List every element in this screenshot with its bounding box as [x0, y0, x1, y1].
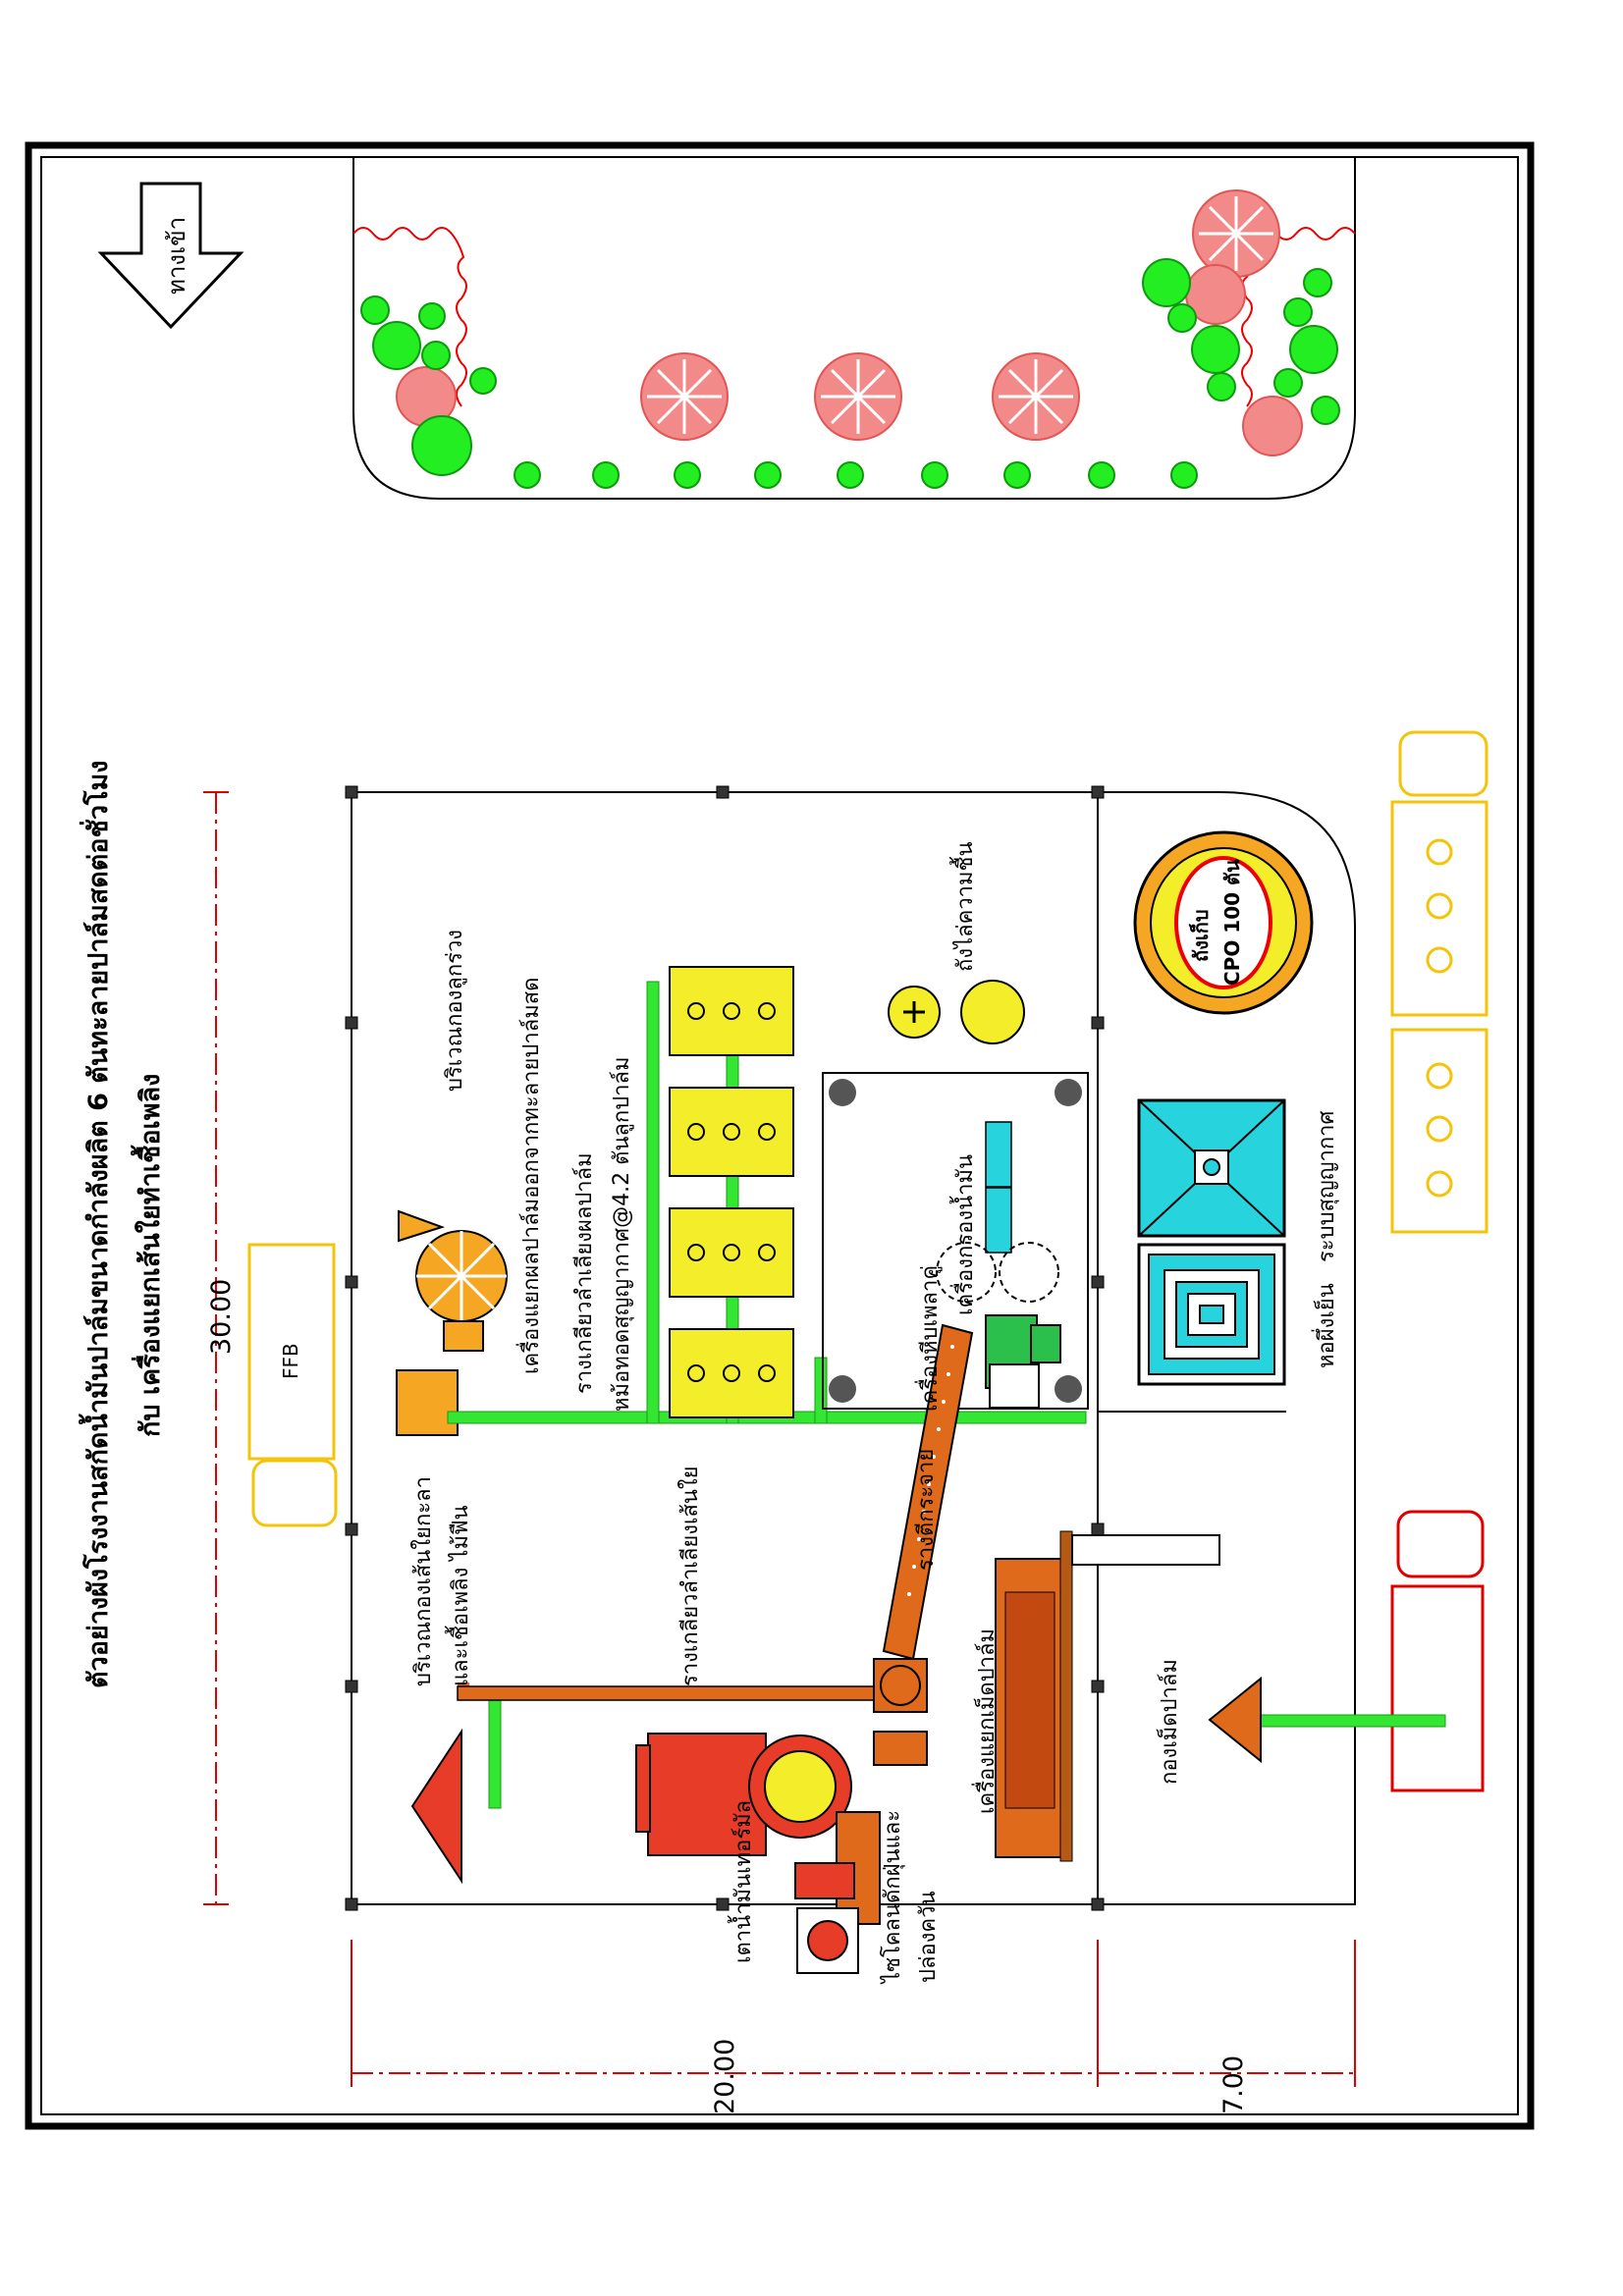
label-sterilizer: หม้อทอดสุญญากาศ@4.2 ตันลูกปาล์ม	[610, 1056, 634, 1412]
loading-hopper	[396, 1369, 459, 1436]
truck-yellow-right-2	[1390, 1028, 1488, 1234]
press-circle	[936, 1242, 1059, 1303]
green-shrub	[360, 258, 1340, 489]
fiber-pile	[410, 1728, 462, 1885]
fiber-conveyor-pipe	[457, 1685, 891, 1701]
label-nut-separator: เครื่องแยกเม็ดปาล์ม	[971, 1629, 1000, 1814]
entrance-arrow	[97, 182, 244, 330]
bunch-stripper	[398, 1209, 508, 1352]
label-cyclone-1: ไซโคลนดักฝุ่นและ	[880, 1810, 905, 1985]
sterilizer-tank	[669, 966, 794, 1418]
label-distributor: รางตีกระจาย	[914, 1449, 939, 1571]
press-room-corner	[829, 1079, 1082, 1403]
label-presser: เครื่องหีบเพลาคู่	[914, 1265, 943, 1412]
inner-frame	[40, 156, 1519, 2115]
nut-pile-triangle	[1208, 1676, 1262, 1764]
cyclone-stack	[794, 1811, 881, 1974]
truck-red	[1390, 1510, 1485, 1792]
label-vacuum-system: ระบบสุญญากาศ	[1315, 1110, 1339, 1262]
dimension-20-label: 20.00	[710, 2039, 740, 2114]
diagram-subtitle: กับ เครื่องแยกเส้นใยทำเชื้อเพลิง	[130, 1074, 166, 1437]
label-fiber-pile-2: และเชื้อเพลิง ไม้ฟืน	[445, 1505, 473, 1686]
building-column	[345, 785, 1105, 1911]
label-moisture-tank: ถังไล่ความชื้น	[949, 841, 978, 972]
dimension-7-label: 7.00	[1218, 2056, 1249, 2114]
label-boiler: เตาน้ำมันเทอร์มัล	[728, 1800, 756, 1963]
label-fiber-pile-1: บริเวณกองเส้นใยกะลา	[410, 1476, 436, 1686]
pink-tree	[396, 189, 1303, 456]
label-nut-pile: กองเม็ดปาล์ม	[1155, 1659, 1182, 1785]
hedge-left	[352, 227, 467, 407]
label-cooling-tower: หอผึ่งเย็น	[1311, 1283, 1339, 1368]
distributor-dots	[907, 1345, 954, 1596]
cyclone-vessel	[873, 1658, 928, 1766]
ffb-label: FFB	[279, 1343, 302, 1379]
nut-separator	[995, 1530, 1220, 1862]
truck-yellow-right	[1390, 730, 1488, 1017]
moisture-tank	[888, 980, 1025, 1044]
label-husk-area: บริเวณกองลูกร่วง	[443, 930, 467, 1092]
label-storage-tank-1: ถังเก็บ	[1188, 909, 1213, 962]
label-oil-filter: เครื่องกรองน้ำมัน	[949, 1154, 978, 1315]
cooling-tower	[1137, 1243, 1286, 1386]
label-cyclone-2: ปล่องควัน	[916, 1891, 941, 1983]
dimension-top	[203, 791, 229, 1905]
outer-frame	[25, 141, 1535, 2130]
cpo-storage-tank	[1133, 830, 1314, 1015]
press-walkway	[989, 1363, 1040, 1409]
entrance-label: ทางเข้า	[163, 217, 190, 294]
dimension-top-label: 30.00	[206, 1279, 237, 1355]
pink-tree-veins	[647, 196, 1273, 434]
oil-filter	[985, 1121, 1012, 1254]
label-feed-rail: รางเกลียวลำเลียงผลปาล์ม	[572, 1152, 597, 1394]
vacuum-system	[1137, 1098, 1286, 1238]
label-storage-tank-2: CPO 100 ตัน	[1220, 859, 1244, 986]
sterilizer-valve	[687, 1002, 776, 1382]
landscape-garden	[352, 157, 1356, 500]
diagram-title: ตัวอย่างผังโรงงานสกัดน้ำมันปาล์มขนาดกำลั…	[78, 761, 114, 1688]
ffb-truck	[247, 1243, 338, 1527]
label-fiber-conveyor: รางเกลียวลำเลียงเส้นใย	[677, 1466, 703, 1686]
dimension-left	[351, 1940, 1356, 2087]
thermal-oil-boiler	[635, 1733, 852, 1856]
label-bunch-stripper: เครื่องแยกผลปาล์มออกจากทะลายปาล์มสด	[515, 978, 544, 1374]
